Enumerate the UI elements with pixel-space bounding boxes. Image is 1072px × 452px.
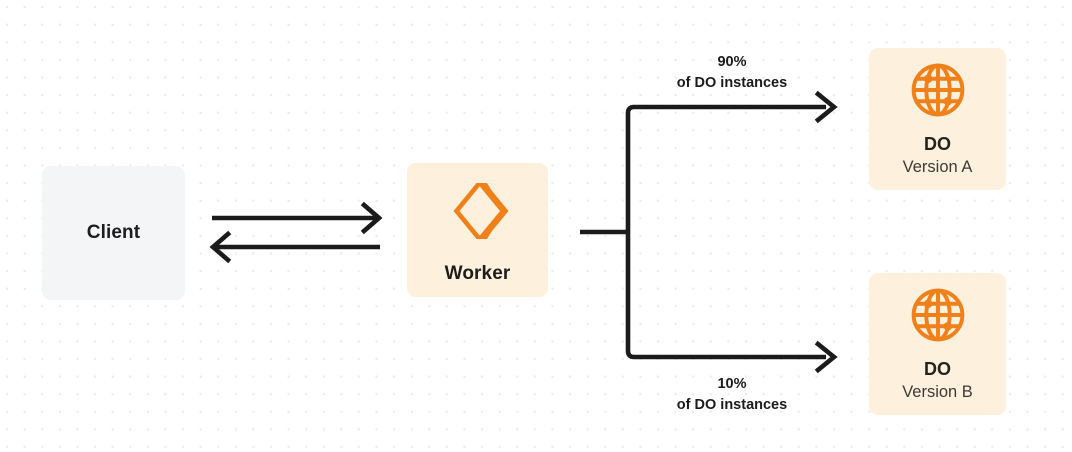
edge-label-do-b: 10% of DO instances	[628, 374, 836, 416]
arrowhead-worker-to-do-b	[814, 340, 838, 374]
edge-label-do-b-percent: 10%	[717, 376, 747, 392]
edge-label-do-a-percent: 90%	[717, 54, 747, 70]
edge-label-do-b-text: of DO instances	[676, 397, 788, 414]
node-do-version-b: DO Version B	[869, 273, 1006, 415]
node-worker-label: Worker	[444, 262, 511, 284]
globe-icon	[908, 60, 968, 120]
node-do-version-b-label: DO	[924, 359, 951, 380]
cloudflare-workers-icon	[443, 176, 513, 246]
node-do-version-b-sublabel: Version B	[902, 383, 973, 402]
node-worker: Worker	[407, 163, 548, 297]
edge-label-do-a-text: of DO instances	[676, 75, 788, 92]
edge-label-do-a: 90% of DO instances	[628, 52, 836, 94]
node-do-version-a-label: DO	[924, 134, 951, 155]
node-client-label: Client	[86, 222, 141, 244]
arrowhead-worker-to-client	[209, 230, 232, 264]
arrowhead-worker-to-do-a	[814, 90, 838, 124]
node-do-version-a-sublabel: Version A	[902, 158, 973, 177]
node-client: Client	[42, 166, 185, 300]
globe-icon	[908, 285, 968, 345]
edge-worker-to-do-b	[625, 232, 826, 360]
node-do-version-a: DO Version A	[869, 48, 1006, 190]
edge-worker-to-do-a	[625, 104, 826, 232]
arrowhead-client-to-worker	[360, 201, 383, 235]
